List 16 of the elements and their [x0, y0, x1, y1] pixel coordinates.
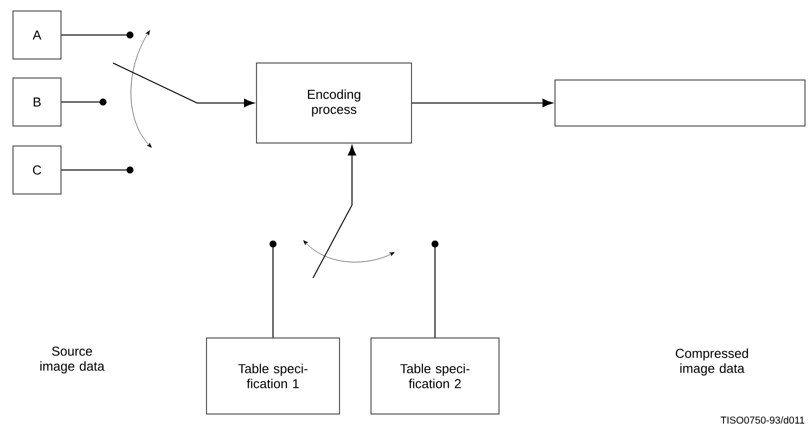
- data-label: Source image data: [40, 346, 105, 374]
- figure-code: TISO0750-93/d011: [720, 416, 804, 424]
- connector-line: [61, 34, 127, 36]
- arrow: [412, 98, 553, 108]
- connector-line: [272, 247, 274, 338]
- input-box: B: [12, 78, 62, 126]
- process-box: Encoding process: [256, 62, 412, 144]
- input-box: C: [12, 146, 62, 194]
- output-box: [554, 80, 806, 126]
- table-box: Table speci- fication 1: [206, 338, 340, 414]
- input-box: A: [12, 10, 62, 60]
- switch-arm: [312, 145, 356, 278]
- switch-arm: [112, 62, 254, 108]
- data-label: Compressed image data: [676, 348, 748, 376]
- table-box: Table speci- fication 2: [370, 338, 500, 414]
- connector-line: [434, 247, 436, 338]
